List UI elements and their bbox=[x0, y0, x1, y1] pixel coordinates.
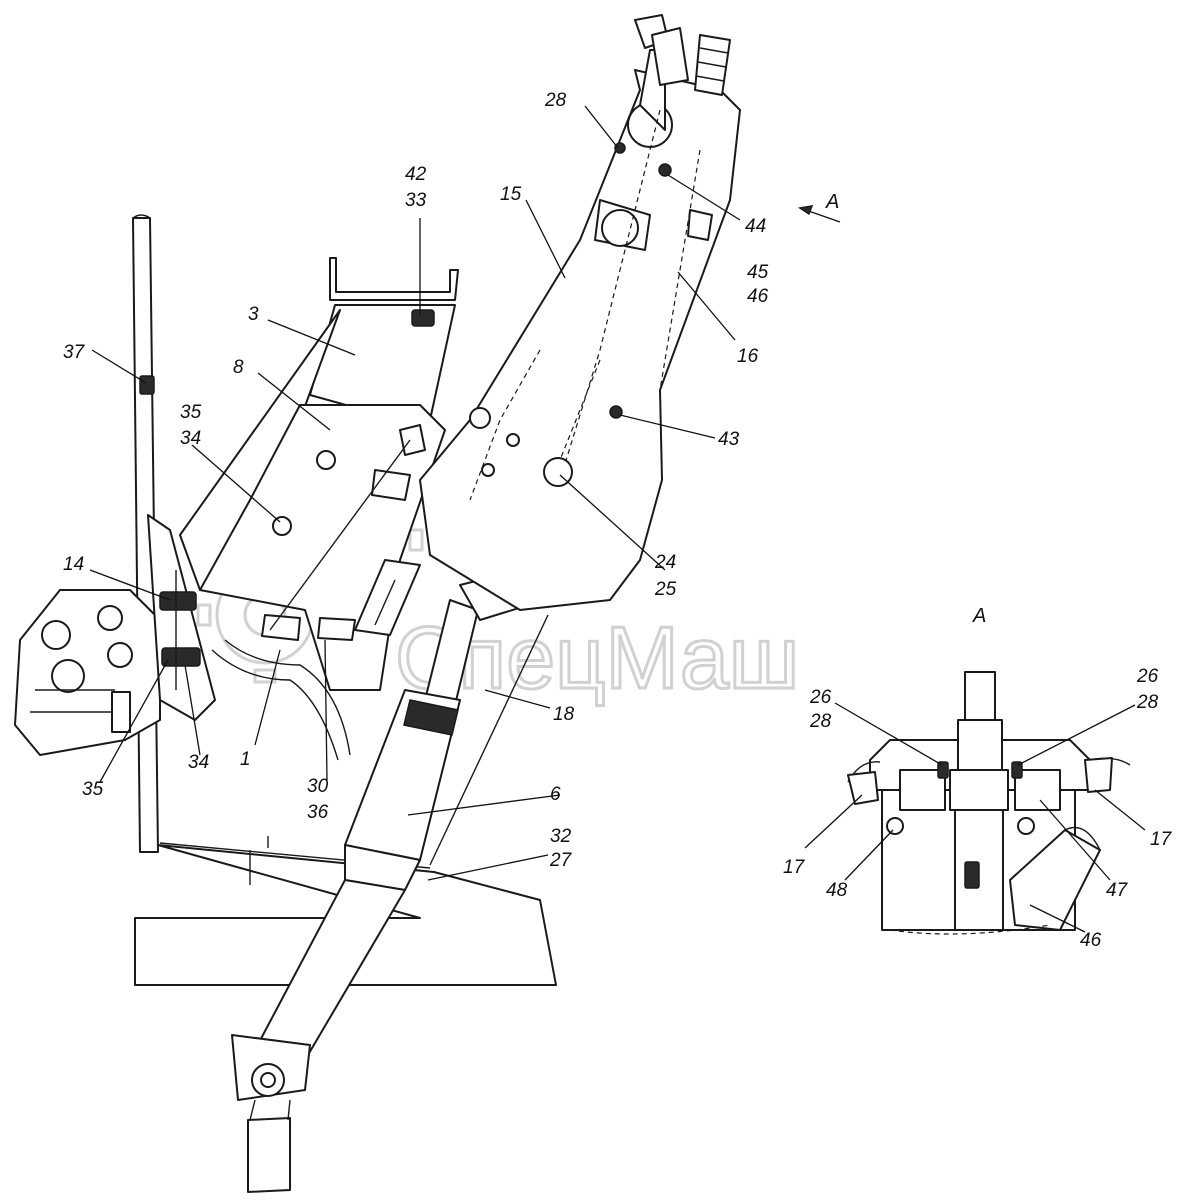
callout-37: 37 bbox=[63, 342, 86, 363]
view-callout-28-right: 28 bbox=[1136, 692, 1159, 713]
callout-18: 18 bbox=[553, 704, 575, 725]
view-a-title: A bbox=[972, 605, 986, 627]
callout-44: 44 bbox=[745, 216, 766, 237]
callout-42: 42 bbox=[405, 164, 427, 185]
callout-28: 28 bbox=[544, 90, 567, 111]
view-callout-26-right: 26 bbox=[1136, 666, 1159, 687]
callout-16: 16 bbox=[737, 346, 759, 367]
view-callout-17-right: 17 bbox=[1150, 829, 1173, 850]
callout-3: 3 bbox=[248, 304, 259, 325]
steering-gear-box bbox=[14, 589, 161, 756]
callout-34: 34 bbox=[180, 428, 201, 449]
callout-6: 6 bbox=[550, 784, 561, 805]
view-callout-28-left: 28 bbox=[809, 711, 832, 732]
callout-8: 8 bbox=[233, 357, 244, 378]
callout-33: 33 bbox=[405, 190, 427, 211]
callout-labels: 28 42 33 15 44 45 46 3 16 37 8 43 35 34 … bbox=[63, 90, 1173, 951]
callout-15: 15 bbox=[500, 184, 522, 205]
callout-36: 36 bbox=[307, 802, 329, 823]
view-callout-47: 47 bbox=[1106, 880, 1129, 901]
callout-32: 32 bbox=[550, 826, 572, 847]
callout-45: 45 bbox=[747, 262, 769, 283]
view-arrow-label: A bbox=[825, 191, 839, 213]
callout-24: 24 bbox=[654, 552, 676, 573]
leader-lines bbox=[89, 105, 1146, 933]
view-a-detail: A bbox=[847, 605, 1131, 935]
view-callout-48: 48 bbox=[826, 880, 848, 901]
callout-35-lower: 35 bbox=[82, 779, 104, 800]
callout-27: 27 bbox=[549, 850, 573, 871]
callout-30: 30 bbox=[307, 776, 329, 797]
steering-shaft bbox=[231, 599, 479, 1193]
view-callout-17-left: 17 bbox=[783, 857, 806, 878]
mounting-bracket bbox=[147, 514, 216, 721]
callout-1: 1 bbox=[240, 749, 251, 770]
callout-46: 46 bbox=[747, 286, 769, 307]
callout-43: 43 bbox=[718, 429, 740, 450]
callout-14: 14 bbox=[63, 554, 84, 575]
upper-column-housing bbox=[211, 14, 741, 761]
callout-25: 25 bbox=[654, 579, 677, 600]
callout-34-lower: 34 bbox=[188, 752, 209, 773]
callout-35: 35 bbox=[180, 402, 202, 423]
view-callout-26-left: 26 bbox=[809, 687, 832, 708]
view-arrow: A bbox=[798, 191, 841, 223]
view-callout-46: 46 bbox=[1080, 930, 1102, 951]
